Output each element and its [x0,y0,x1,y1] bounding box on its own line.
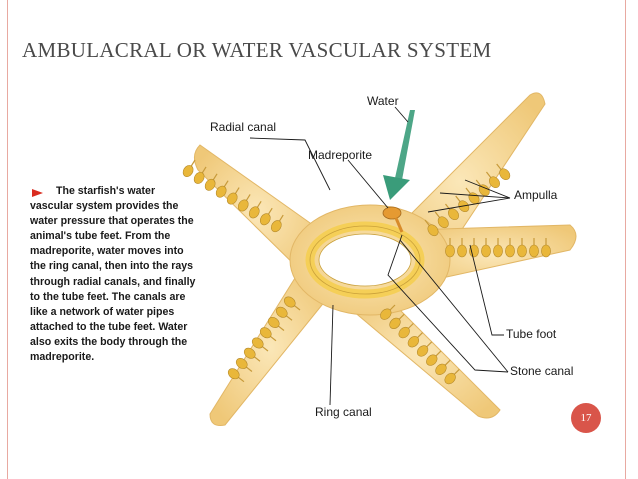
starfish-illustration [180,92,577,426]
page-number-badge: 17 [571,403,601,433]
label-madreporite: Madreporite [308,148,373,162]
caption-text: The starfish's water vascular system pro… [30,185,196,364]
label-ring-canal: Ring canal [315,405,372,419]
label-stone-canal: Stone canal [510,364,574,378]
label-water: Water [367,94,399,108]
label-tube-foot: Tube foot [506,327,557,341]
leader-lines [249,106,511,406]
slide-title: AMBULACRAL OR WATER VASCULAR SYSTEM [22,38,492,62]
madreporite [382,206,402,220]
slide-frame-right [625,0,626,479]
stone-canal [394,217,404,233]
water-arrow [383,110,415,200]
slide-frame-left [7,0,8,479]
starfish-figure: Water Radial canal Madreporite Ampulla T… [30,80,590,440]
label-ampulla: Ampulla [514,188,558,202]
figure-caption: The starfish's water vascular system pro… [30,184,200,365]
caption-bullet-icon [32,189,43,197]
label-radial-canal: Radial canal [210,120,277,134]
